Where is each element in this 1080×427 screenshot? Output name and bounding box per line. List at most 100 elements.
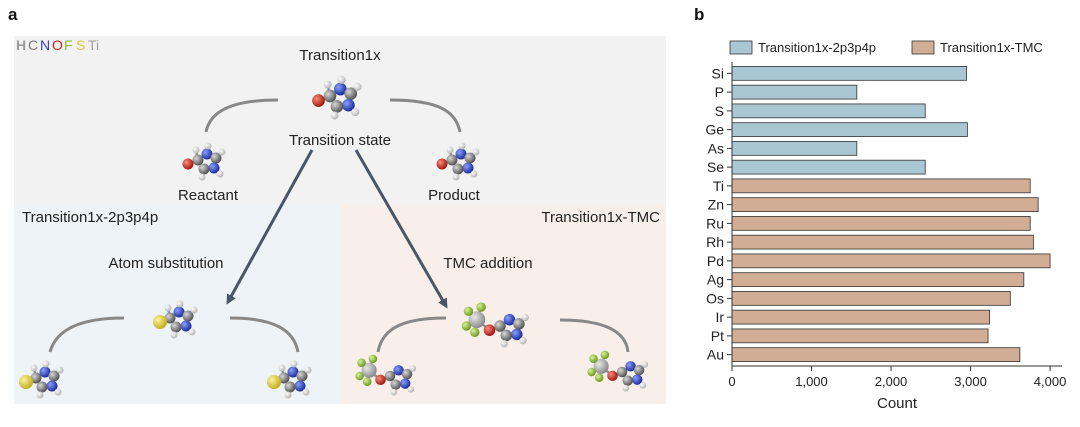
atom-substitution-label: Atom substitution <box>108 255 223 272</box>
atom-s <box>267 375 281 389</box>
atom-c <box>344 87 358 101</box>
atom-n <box>46 380 58 392</box>
atom-c <box>401 368 413 380</box>
atom-c <box>494 320 506 332</box>
atom-n <box>201 148 213 160</box>
atom-h <box>323 80 332 89</box>
atom-h <box>472 148 480 156</box>
element-symbol-n: N <box>40 37 50 53</box>
atom-ti <box>468 311 486 329</box>
y-tick-label: As <box>708 140 724 156</box>
y-tick-label: Rh <box>706 234 724 250</box>
atom-o <box>436 158 448 170</box>
atom-h <box>198 173 206 181</box>
atom-f <box>587 367 596 377</box>
atom-h <box>458 142 466 150</box>
atom-h <box>190 306 198 314</box>
atom-c <box>182 310 194 322</box>
atom-c <box>296 370 308 382</box>
y-tick-label: P <box>715 84 724 100</box>
legend-label: Transition1x-2p3p4p <box>758 40 876 55</box>
atom-c <box>616 366 628 378</box>
top-region-bg <box>14 36 666 204</box>
atom-h <box>56 366 64 374</box>
atom-n <box>511 328 523 341</box>
sub-arc-right <box>229 316 300 353</box>
atom-n <box>294 380 306 392</box>
left-box-title: Transition1x-2p3p4p <box>22 209 158 226</box>
reactant-label: Reactant <box>178 187 239 204</box>
y-tick-label: Ti <box>713 178 724 194</box>
atom-s <box>153 315 167 329</box>
y-tick-label: Pd <box>707 253 724 269</box>
atom-n <box>399 378 411 389</box>
atom-s <box>19 375 33 389</box>
atom-n <box>503 313 516 326</box>
bars <box>731 66 1051 362</box>
atom-n <box>393 365 404 376</box>
y-tick-label: S <box>715 103 724 119</box>
bar-rh <box>731 234 1034 250</box>
reaction-arc-right <box>389 98 462 133</box>
atom-c <box>384 370 396 382</box>
atom-h <box>353 82 362 91</box>
atom-h <box>500 340 508 348</box>
atom-c <box>164 312 176 324</box>
atom-c <box>284 381 296 393</box>
bar-ir <box>731 309 991 325</box>
atom-f <box>461 321 472 331</box>
atom-n <box>180 320 192 332</box>
atom-h <box>407 385 415 393</box>
y-tick-label: Ag <box>707 272 724 288</box>
bar-p <box>731 84 858 100</box>
atom-h <box>188 328 196 336</box>
product-label: Product <box>428 187 481 204</box>
atom-n <box>631 374 643 385</box>
bar-pt <box>731 328 989 344</box>
atom-h <box>204 142 212 150</box>
atom-c <box>500 329 513 342</box>
atom-c <box>323 89 337 103</box>
x-tick-label: 2,000 <box>875 374 908 389</box>
atom-c <box>198 163 210 175</box>
x-tick-label: 4,000 <box>1034 374 1067 389</box>
atom-f <box>368 354 378 364</box>
tmc-reactant-molecule <box>355 354 417 396</box>
atom-ti <box>593 358 609 374</box>
atom-h <box>290 360 298 368</box>
atom-h <box>622 384 630 392</box>
x-tick-label: 1,000 <box>795 374 828 389</box>
sub-arc-left <box>48 316 125 353</box>
atom-h <box>409 365 417 372</box>
atom-c <box>170 321 182 333</box>
atom-n <box>455 148 467 160</box>
transition1x-title: Transition1x <box>299 47 381 64</box>
x-tick-label: 0 <box>728 374 735 389</box>
atom-h <box>218 148 226 156</box>
tmc-ts-molecule <box>461 302 529 348</box>
atom-f <box>594 373 604 382</box>
element-symbol-f: F <box>64 37 73 53</box>
atom-n <box>173 306 185 318</box>
atom-c <box>464 152 476 164</box>
atom-h <box>470 170 478 178</box>
element-symbol-h: H <box>16 37 26 53</box>
atom-h <box>639 381 647 389</box>
bar-as <box>731 141 858 156</box>
x-axis-label: Count <box>877 395 918 412</box>
bar-zn <box>731 197 1039 212</box>
atom-o <box>483 324 496 336</box>
right-box-title: Transition1x-TMC <box>541 209 660 226</box>
product-molecule <box>436 142 480 181</box>
atom-o <box>312 94 325 107</box>
transition-state-molecule <box>312 75 362 120</box>
bar-s <box>731 103 926 119</box>
atom-c <box>48 370 60 382</box>
